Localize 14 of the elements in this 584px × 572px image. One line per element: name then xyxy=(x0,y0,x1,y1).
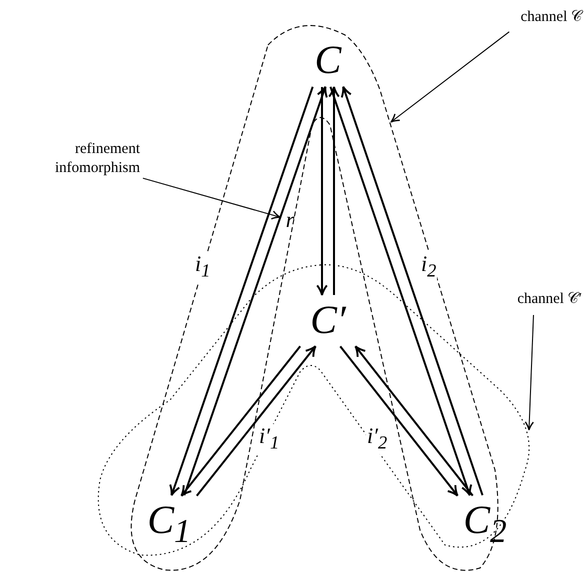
edge-label: i$_{1}$ xyxy=(194,252,212,282)
callout-text: channel 𝒞′ xyxy=(486,290,582,312)
callout-text: refinement infomorphism xyxy=(18,140,140,180)
callout-text: channel 𝒞 xyxy=(470,8,582,30)
symbol-label: r xyxy=(283,208,297,232)
edge-label: i$_{2}$ xyxy=(420,252,438,282)
edge-label: i′$_{1}$ xyxy=(258,424,280,454)
node-label: C$_{2}$ xyxy=(454,498,516,544)
leader-line xyxy=(142,178,281,220)
leader-line xyxy=(390,31,510,123)
node-label: C xyxy=(305,38,351,84)
node-label: C$_{1}$ xyxy=(138,498,200,544)
leader-line xyxy=(524,314,534,431)
node-label: C′ xyxy=(300,298,356,344)
